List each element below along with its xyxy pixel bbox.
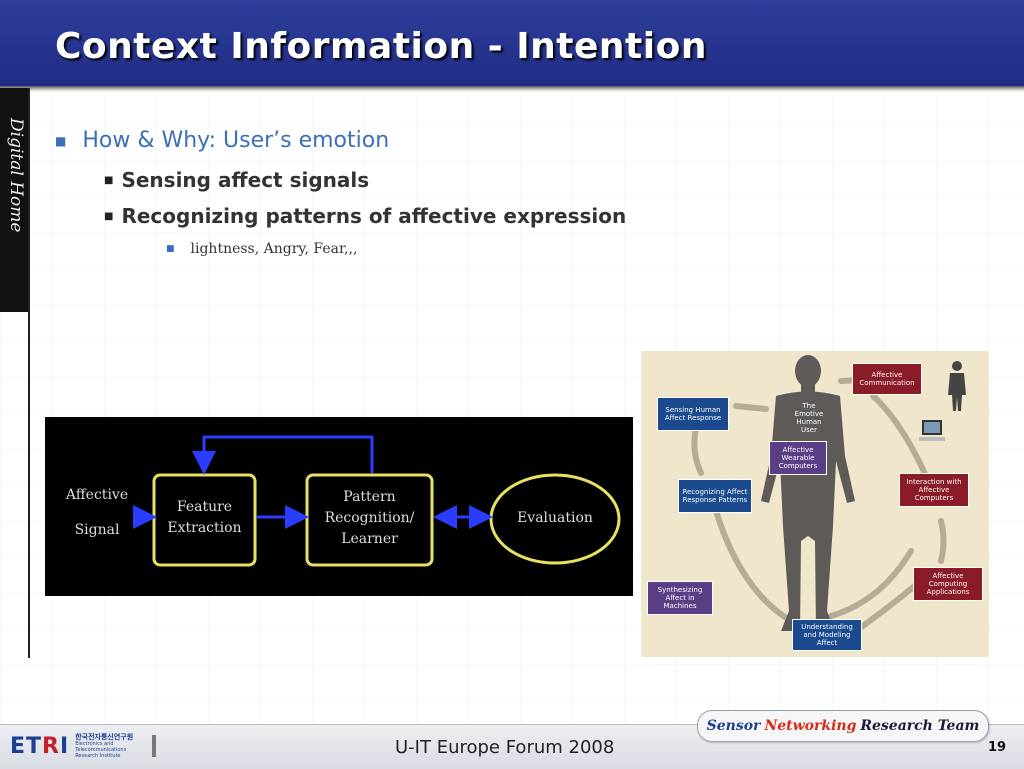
etri-subtitle-en: Electronics and Telecommunications Resea… (75, 741, 127, 759)
arrow-sensing-figure (733, 403, 769, 412)
wearable-box: Affective Wearable Computers (769, 441, 827, 475)
applications-box: Affective Computing Applications (913, 567, 983, 601)
square-bullet-icon: ■ (104, 174, 114, 186)
evaluation-label: Evaluation (517, 510, 593, 526)
page-number: 19 (988, 740, 1007, 755)
bullet-level2: ■ Recognizing patterns of affective expr… (104, 204, 626, 228)
label-line: Feature (176, 499, 233, 515)
etri-wordmark: ETRI (10, 734, 69, 759)
square-bullet-icon: ■ (104, 210, 114, 222)
slide-title: Context Information - Intention (55, 26, 707, 67)
recognizing-box: Recognizing Affect Response Patterns (678, 479, 752, 513)
team-text-research: Research Team (860, 718, 980, 734)
label-line: Learner (341, 531, 398, 547)
label-line: Recognition/ (324, 510, 415, 526)
bullet-text: lightness, Angry, Fear,,, (190, 241, 358, 257)
label-line: Affective (65, 487, 129, 503)
side-divider (28, 88, 30, 658)
bullet-text: Recognizing patterns of affective expres… (121, 204, 627, 228)
forum-label: U-IT Europe Forum 2008 (395, 737, 615, 758)
bullet-text: Sensing affect signals (121, 168, 370, 192)
label-line: Signal (74, 522, 120, 538)
etri-subtitle-kr: 한국전자통신연구원 (75, 733, 134, 741)
footer-divider (152, 735, 156, 757)
etri-subtitle: 한국전자통신연구원 Electronics and Telecommunicat… (75, 733, 135, 759)
human-silhouette-icon (761, 355, 855, 631)
bullet-level2: ■ Sensing affect signals (104, 168, 369, 192)
title-bar (0, 0, 1024, 86)
side-label: Digital Home (6, 118, 26, 233)
sensing-box: Sensing Human Affect Response (657, 397, 729, 431)
etri-logo: ETRI 한국전자통신연구원 Electronics and Telecommu… (10, 733, 135, 759)
bullet-level3: ■ lightness, Angry, Fear,,, (166, 241, 357, 257)
computer-icon (919, 420, 945, 441)
title-shadow (0, 86, 1024, 92)
label-line: Pattern (343, 489, 396, 505)
flow-diagram-graphics (133, 435, 621, 567)
pattern-recognition-label: Pattern Recognition/ Learner (309, 487, 430, 550)
center-label: The Emotive Human User (794, 402, 824, 434)
affective-signal-label: Affective Signal (57, 485, 137, 541)
team-text-sensor: Sensor (706, 718, 761, 734)
affect-flow-diagram: Affective Signal Feature Extraction Patt… (45, 417, 633, 596)
synthesizing-box: Synthesizing Affect in Machines (647, 581, 713, 615)
label-line: Extraction (167, 520, 242, 536)
understanding-box: Understanding and Modeling Affect (792, 619, 862, 651)
interaction-box: Interaction with Affective Computers (899, 473, 969, 507)
arrow-feedback (192, 435, 374, 475)
side-strip (0, 88, 28, 312)
bullet-level1: ■ How & Why: User’s emotion (55, 128, 389, 153)
square-bullet-icon: ■ (166, 244, 175, 254)
affective-computing-figure: Sensing Human Affect Response The Emotiv… (641, 351, 989, 657)
feature-extraction-label: Feature Extraction (156, 497, 253, 539)
arrow-applications-interaction (938, 518, 947, 564)
logo-letter-i: I (60, 733, 70, 759)
arrow-sensing-recognizing (691, 426, 704, 476)
square-bullet-icon: ■ (55, 133, 67, 148)
arrow-inner-right (828, 548, 914, 619)
team-badge: Sensor Networking Research Team (697, 710, 989, 742)
communication-box: Affective Communication (852, 363, 922, 395)
bullet-text: How & Why: User’s emotion (82, 128, 390, 153)
logo-letters: ET (10, 733, 43, 759)
small-person-icon (948, 361, 966, 411)
arrow-interaction-communication (870, 393, 929, 479)
arrow-recognizing-understanding (713, 508, 794, 624)
team-text-networking: Networking (764, 718, 857, 734)
logo-letter-r: R (42, 733, 60, 759)
